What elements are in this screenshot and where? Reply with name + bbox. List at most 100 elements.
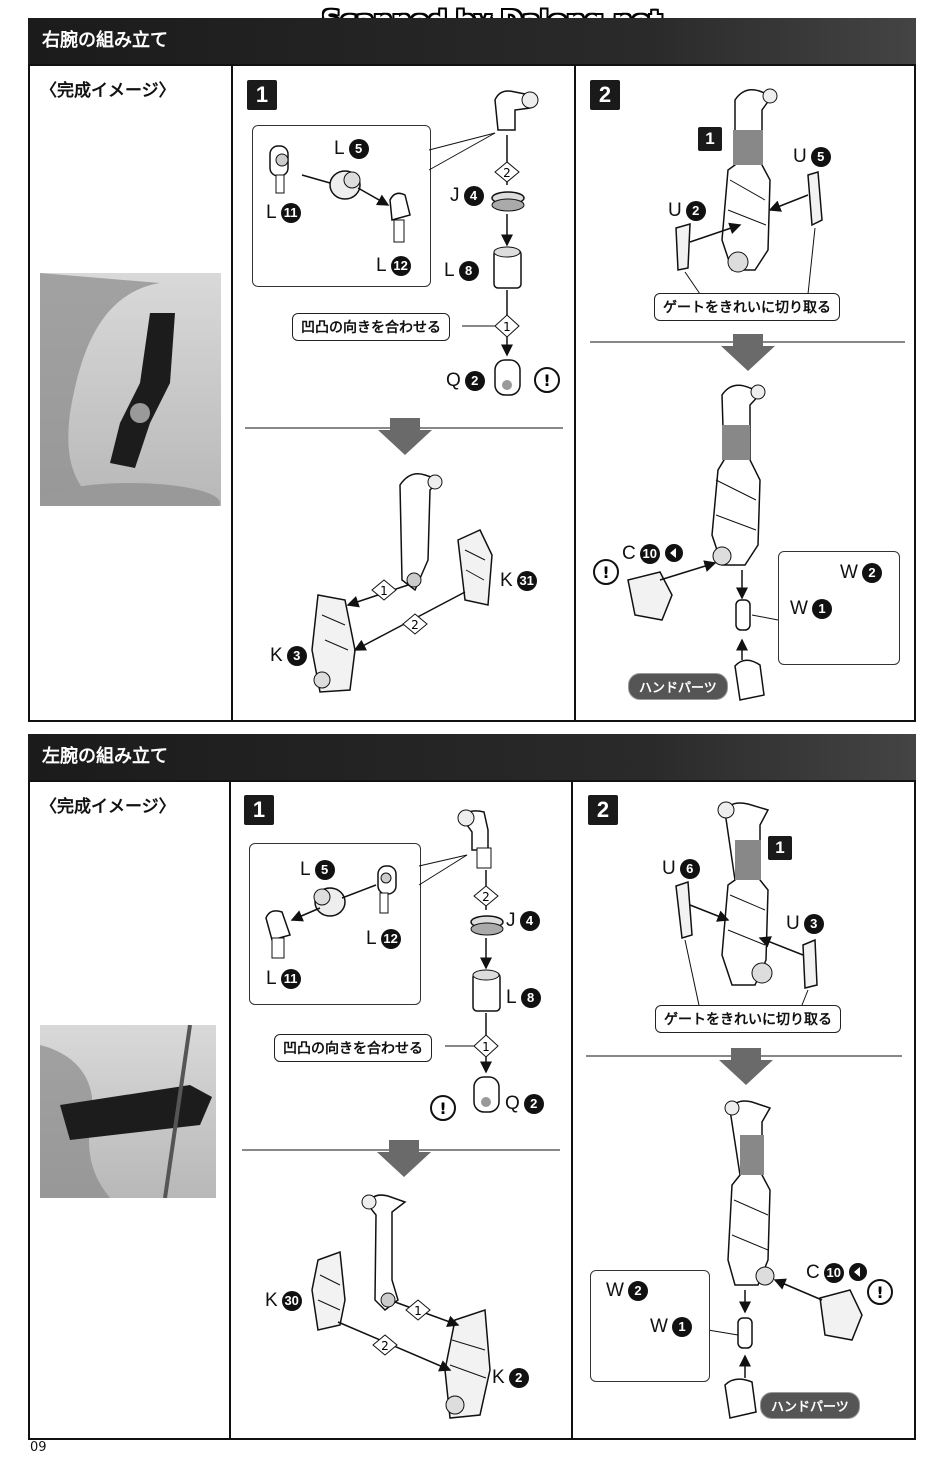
part-l8-icon xyxy=(472,969,501,1012)
callout-cut-gate: ゲートをきれいに切り取る xyxy=(654,293,840,321)
order-marker: 2 xyxy=(473,885,499,907)
order-marker: 2 xyxy=(372,1334,398,1356)
elbow-joint-icon xyxy=(494,90,539,131)
part-c10-icon xyxy=(627,571,673,621)
wrist-joint-icon xyxy=(737,1317,753,1349)
svg-text:2: 2 xyxy=(482,890,490,904)
page-number: 09 xyxy=(30,1440,47,1455)
turn-icon xyxy=(665,544,683,562)
part-u5-icon xyxy=(807,171,823,227)
step-number: 1 xyxy=(247,80,277,110)
part-k3-icon xyxy=(311,594,356,693)
step-number: 2 xyxy=(588,795,618,825)
part-l5-icon xyxy=(313,887,346,917)
arm-photo-illustration xyxy=(40,273,220,506)
step-reference: 1 xyxy=(768,836,792,860)
column-divider xyxy=(571,780,573,1440)
svg-text:1: 1 xyxy=(503,320,511,334)
section-header-right-arm: 右腕の組み立て xyxy=(28,18,916,64)
svg-text:1: 1 xyxy=(380,584,388,598)
step-number: 2 xyxy=(590,80,620,110)
turn-icon xyxy=(849,1263,867,1281)
part-k2-icon xyxy=(444,1308,491,1419)
part-u3-icon xyxy=(802,938,818,989)
svg-text:1: 1 xyxy=(482,1040,490,1054)
arm-assembly-icon xyxy=(361,1194,407,1311)
part-j4-icon xyxy=(470,915,504,936)
part-u2-icon xyxy=(675,222,691,271)
hand-part-icon xyxy=(724,1378,757,1419)
part-q2-icon xyxy=(494,359,521,396)
part-l12-icon xyxy=(377,865,397,914)
callout-align-notches: 凹凸の向きを合わせる xyxy=(292,313,450,341)
order-marker: 2 xyxy=(402,613,428,635)
part-j4-icon xyxy=(491,191,525,212)
completed-image-photo xyxy=(40,1025,216,1198)
hand-part-icon xyxy=(734,659,765,701)
forearm-assembly-icon xyxy=(717,801,773,986)
section-header-left-arm: 左腕の組み立て xyxy=(28,734,916,780)
caution-icon: ! xyxy=(867,1279,893,1305)
wrist-joint-icon xyxy=(735,599,751,631)
order-marker: 1 xyxy=(473,1034,499,1058)
svg-text:2: 2 xyxy=(411,618,419,632)
part-u6-icon xyxy=(675,880,693,939)
svg-text:2: 2 xyxy=(503,166,511,180)
svg-text:1: 1 xyxy=(414,1304,422,1318)
completed-image-photo xyxy=(40,273,221,506)
section-frame-right-arm xyxy=(28,64,916,722)
step-reference: 1 xyxy=(698,127,722,151)
forearm-assembled-icon xyxy=(724,1100,775,1286)
step-number: 1 xyxy=(244,795,274,825)
elbow-joint-icon xyxy=(457,809,492,869)
svg-text:2: 2 xyxy=(381,1339,389,1353)
part-l11-icon xyxy=(269,145,289,194)
completed-image-title: 〈完成イメージ〉 xyxy=(40,81,176,101)
hand-parts-tag: ハンドパーツ xyxy=(628,673,728,700)
part-q2-icon xyxy=(473,1076,500,1113)
part-l12-icon xyxy=(389,192,411,243)
callout-cut-gate: ゲートをきれいに切り取る xyxy=(655,1005,841,1033)
caution-icon: ! xyxy=(534,367,560,393)
arm-assembly-icon xyxy=(399,473,443,592)
svg-text:!: ! xyxy=(439,1099,446,1118)
arm-photo-illustration xyxy=(40,1025,212,1198)
part-k31-icon xyxy=(457,529,493,606)
svg-text:!: ! xyxy=(876,1283,883,1302)
order-marker: 1 xyxy=(405,1299,431,1321)
part-l5-icon xyxy=(329,170,361,200)
part-l11-icon xyxy=(265,910,291,959)
caution-icon: ! xyxy=(593,559,619,585)
column-divider xyxy=(574,64,576,722)
column-divider xyxy=(231,64,233,722)
part-c10-icon xyxy=(819,1289,863,1341)
